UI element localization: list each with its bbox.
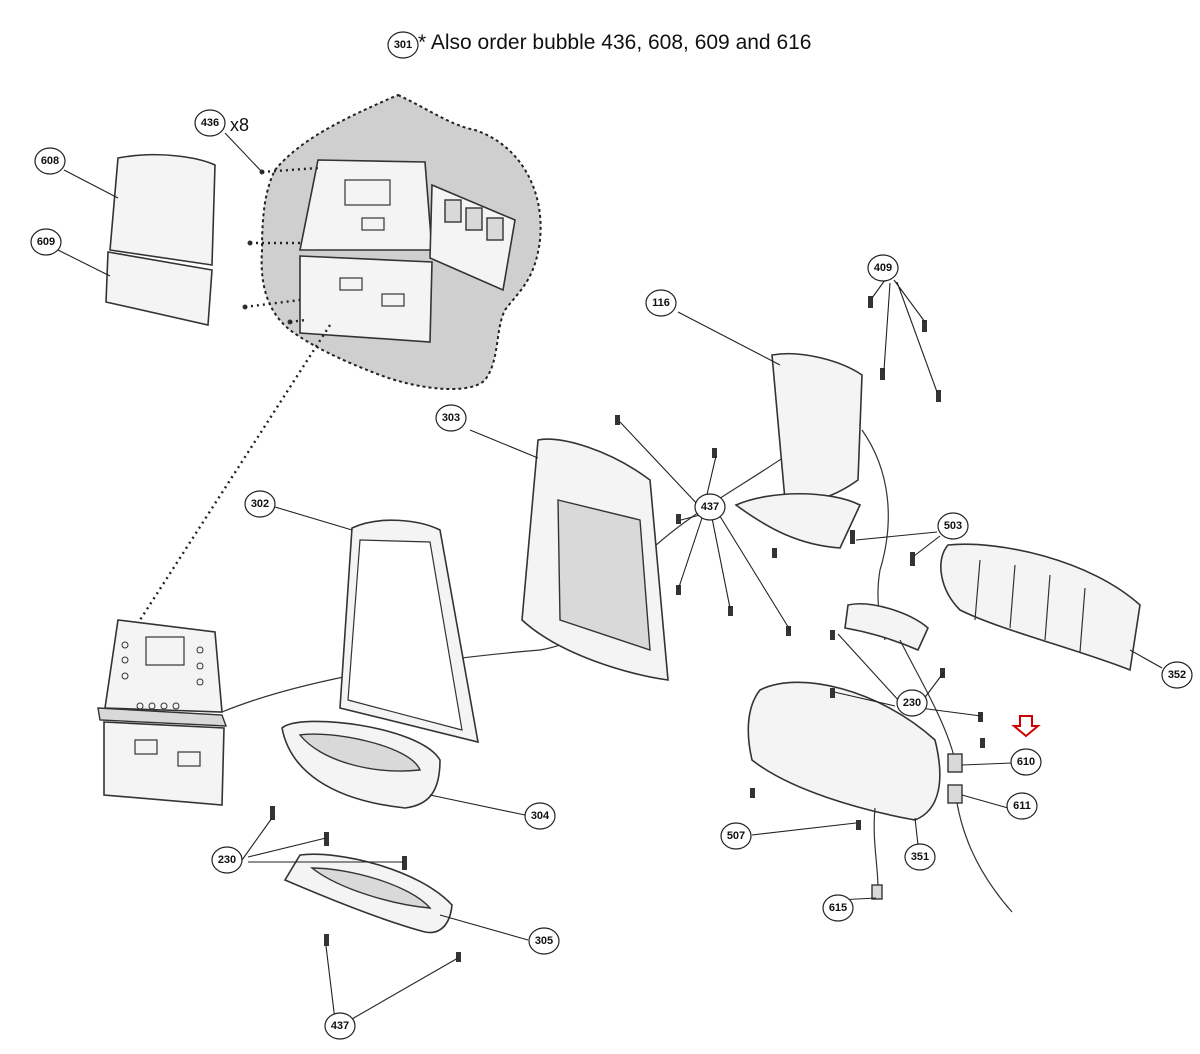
svg-text:230: 230 xyxy=(218,854,236,866)
console-front-lower xyxy=(103,721,225,806)
overlay-lower-panel xyxy=(299,255,433,343)
overlay-display-window xyxy=(344,179,391,206)
console-lower-window-left xyxy=(134,739,158,755)
svg-text:608: 608 xyxy=(41,155,59,167)
wire-610 xyxy=(899,639,956,761)
callout-610: 610 xyxy=(1010,748,1042,776)
svg-text:230: 230 xyxy=(903,697,921,709)
callout-230-left: 230 xyxy=(211,846,243,874)
svg-text:507: 507 xyxy=(727,830,745,842)
callout-503: 503 xyxy=(937,512,969,540)
callout-351: 351 xyxy=(904,843,936,871)
console-front-upper xyxy=(104,619,223,713)
callout-437-upper: 437 xyxy=(694,493,726,521)
quantity-label: x8 xyxy=(230,115,249,135)
console-front-shelf xyxy=(97,707,228,727)
svg-text:409: 409 xyxy=(874,262,892,274)
clamp-bracket xyxy=(844,603,929,652)
callout-303: 303 xyxy=(435,404,467,432)
svg-text:436: 436 xyxy=(201,117,219,129)
bracket-116 xyxy=(771,352,863,503)
callout-611: 611 xyxy=(1006,792,1038,820)
svg-text:352: 352 xyxy=(1168,669,1186,681)
overlay-secondary-window xyxy=(361,217,385,231)
callout-436: 436 xyxy=(194,109,226,137)
callout-301: 301 xyxy=(387,31,419,59)
svg-text:305: 305 xyxy=(535,935,553,947)
board-chip-3 xyxy=(486,217,504,241)
callout-409: 409 xyxy=(867,254,899,282)
tray-304-cavity xyxy=(298,733,421,772)
callout-507: 507 xyxy=(720,822,752,850)
callout-bubbles: 301 436 x8 608 609 116 409 303 437 302 5… xyxy=(30,31,1193,1040)
callout-230-right: 230 xyxy=(896,689,928,717)
callout-608: 608 xyxy=(34,147,66,175)
callout-305: 305 xyxy=(528,927,560,955)
callout-352: 352 xyxy=(1161,661,1193,689)
loose-screws xyxy=(270,296,985,962)
callout-302: 302 xyxy=(244,490,276,518)
callout-304: 304 xyxy=(524,802,556,830)
connector-611 xyxy=(947,784,963,804)
overlay-lower-window-left xyxy=(339,277,363,291)
wire-615 xyxy=(873,807,879,889)
svg-text:301: 301 xyxy=(394,39,412,51)
callout-116: 116 xyxy=(645,289,677,317)
board-chip-1 xyxy=(444,199,462,223)
svg-text:351: 351 xyxy=(911,851,929,863)
console-front-buttons xyxy=(121,641,204,710)
detail-link-dotted xyxy=(138,324,332,621)
shroud-352 xyxy=(940,543,1141,672)
console-detail-group xyxy=(242,93,542,390)
order-note: * Also order bubble 436, 608, 609 and 61… xyxy=(418,31,812,54)
frame-302-opening xyxy=(347,539,463,731)
highlight-arrow-icon xyxy=(1011,715,1041,738)
svg-text:503: 503 xyxy=(944,520,962,532)
connector-610 xyxy=(947,753,963,773)
overlay-sheet-608 xyxy=(109,153,216,266)
connector-615 xyxy=(871,884,883,900)
svg-text:116: 116 xyxy=(652,297,670,309)
console-front-display xyxy=(145,636,185,666)
plate-305-inner xyxy=(309,867,432,909)
svg-text:302: 302 xyxy=(251,498,269,510)
overlay-sheet-609 xyxy=(105,251,213,326)
svg-text:303: 303 xyxy=(442,412,460,424)
svg-text:437: 437 xyxy=(331,1020,349,1032)
bracket-116-tray xyxy=(734,492,862,549)
svg-text:610: 610 xyxy=(1017,756,1035,768)
wire-611 xyxy=(954,789,1013,913)
leader-lines xyxy=(57,132,1163,1024)
callout-615: 615 xyxy=(822,894,854,922)
console-lower-window-right xyxy=(177,751,201,767)
shroud-352-ribs xyxy=(974,559,1086,653)
callout-609: 609 xyxy=(30,228,62,256)
svg-text:615: 615 xyxy=(829,902,847,914)
svg-text:437: 437 xyxy=(701,501,719,513)
board-chip-2 xyxy=(465,207,483,231)
overlay-lower-window-right xyxy=(381,293,405,307)
svg-text:304: 304 xyxy=(531,810,550,822)
svg-text:611: 611 xyxy=(1013,800,1031,812)
housing-303-inner xyxy=(557,499,651,651)
svg-text:609: 609 xyxy=(37,236,55,248)
callout-437-lower: 437 xyxy=(324,1012,356,1040)
